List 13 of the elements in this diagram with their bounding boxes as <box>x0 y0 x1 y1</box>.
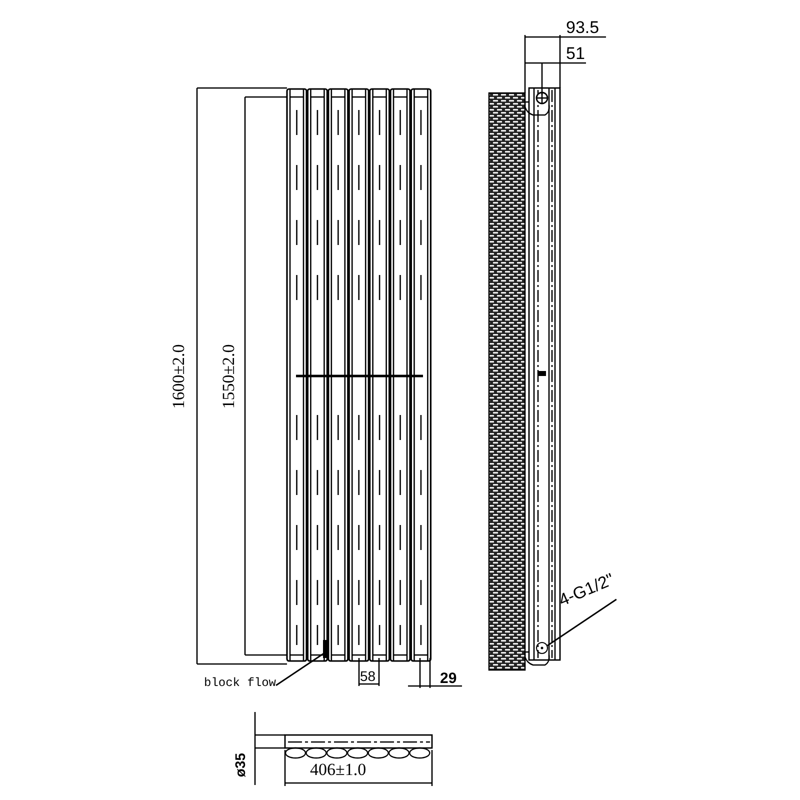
callout-text: block flow <box>204 677 276 689</box>
leader-line <box>546 598 617 646</box>
dimension-label: 58 <box>360 669 376 683</box>
dimension-label: 51 <box>566 45 585 62</box>
dimension-label: 1550±2.0 <box>219 344 236 408</box>
dimension-label: 29 <box>440 671 457 686</box>
dimension-label: 93.5 <box>566 19 600 36</box>
dimension-label: ø35 <box>233 752 248 778</box>
leader-line <box>276 652 326 686</box>
dimension-label: 1600±2.0 <box>169 344 186 408</box>
dimension-label: 406±1.0 <box>310 761 366 778</box>
pipe-connection-fitting <box>536 642 548 654</box>
flow-block-marker <box>323 640 327 658</box>
